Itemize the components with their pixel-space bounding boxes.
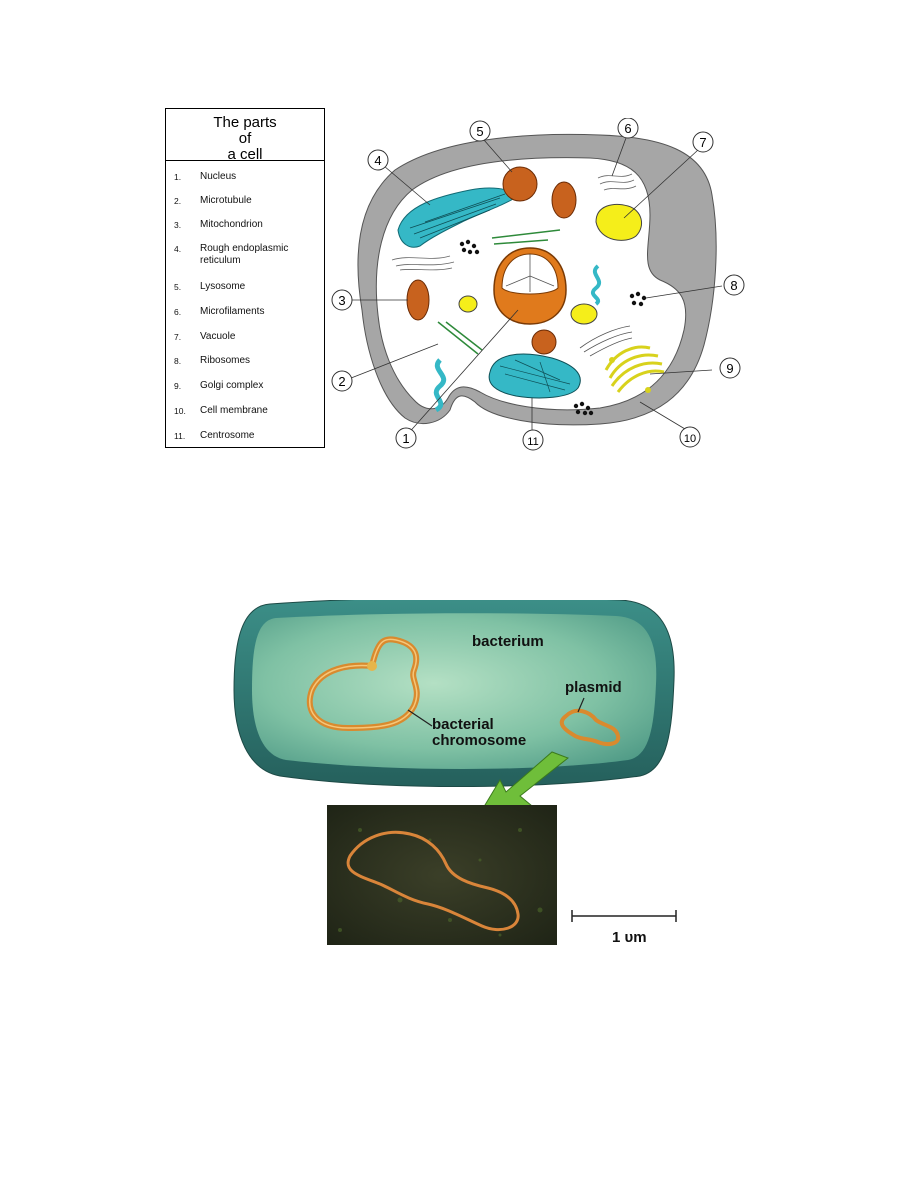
callout-6: 6 <box>617 118 639 139</box>
legend-label: Mitochondrion <box>200 219 263 230</box>
legend-label: Golgi complex <box>200 380 264 391</box>
callout-4: 4 <box>367 149 389 171</box>
legend-number: 3. <box>174 220 182 230</box>
scale-bar-label: 1 υm <box>612 929 647 946</box>
er-swirl <box>590 264 602 306</box>
leader-lines <box>345 137 723 437</box>
callout-2: 2 <box>331 370 353 392</box>
nucleus-lines <box>505 254 555 292</box>
golgi-vesicle <box>645 387 651 393</box>
callout-8: 8 <box>723 274 745 296</box>
microtubule <box>437 321 483 355</box>
callout-number: 9 <box>726 361 733 376</box>
micrograph-texture <box>338 828 543 937</box>
chromosome-leader <box>407 709 433 727</box>
legend-number: 8. <box>174 356 182 366</box>
label-chromosome-line1: bacterial <box>432 716 494 733</box>
ribosomes <box>459 239 480 255</box>
microtubule <box>491 229 561 245</box>
centrosome <box>488 353 581 399</box>
rough-er-folds <box>409 193 506 239</box>
plasmid-micrograph <box>327 805 557 945</box>
legend-label: Lysosome <box>200 281 246 292</box>
centrosome-fibers <box>499 359 571 393</box>
label-chromosome-line2: chromosome <box>432 732 527 749</box>
legend-label: Cell membrane <box>200 405 268 416</box>
callout-11: 11 <box>522 429 544 451</box>
legend-label: Centrosome <box>200 430 255 441</box>
legend-number: 4. <box>174 244 182 254</box>
legend-number: 1. <box>174 172 182 182</box>
ribosomes <box>573 401 594 416</box>
callout-number: 5 <box>476 124 483 139</box>
lysosome <box>502 166 538 202</box>
legend-number: 7. <box>174 332 182 342</box>
legend-number: 10. <box>174 406 186 416</box>
golgi-vesicle <box>609 357 615 363</box>
legend-title-line: The parts <box>213 114 277 131</box>
vacuole <box>458 295 478 313</box>
legend-title-line: of <box>238 130 252 147</box>
label-plasmid: plasmid <box>565 679 622 696</box>
legend-label: Vacuole <box>200 331 236 342</box>
plasmid <box>559 708 621 746</box>
callout-number: 7 <box>699 135 706 150</box>
legend-label: Microtubule <box>200 195 252 206</box>
legend-label: Microfilaments <box>200 306 265 317</box>
legend-number: 11. <box>174 431 186 441</box>
callout-5: 5 <box>469 120 491 142</box>
callout-number: 8 <box>730 278 737 293</box>
bacterial-chromosome-highlight <box>309 638 418 729</box>
callout-number: 4 <box>374 153 381 168</box>
callout-number: 3 <box>338 293 345 308</box>
callout-number: 1 <box>402 431 409 446</box>
callout-10: 10 <box>679 426 701 448</box>
legend-number: 6. <box>174 307 182 317</box>
microfilaments <box>391 255 455 271</box>
legend-label: Ribosomes <box>200 355 251 366</box>
callout-7: 7 <box>692 131 714 153</box>
ribosomes <box>629 291 647 307</box>
plasmid-leader <box>577 697 585 713</box>
legend-number: 2. <box>174 196 182 206</box>
legend-title: The parts of a cell <box>166 109 324 163</box>
parts-legend: The parts of a cell 1. Nucleus 2. Microtub… <box>165 108 325 448</box>
animal-cell-diagram: 4 5 6 7 8 9 10 11 1 2 3 <box>331 118 745 451</box>
smooth-er <box>579 325 633 357</box>
vacuole <box>595 203 643 241</box>
bacterium-diagram <box>233 600 677 945</box>
callout-number: 10 <box>684 433 696 445</box>
mitochondrion <box>551 181 577 219</box>
label-bacterium: bacterium <box>472 633 544 650</box>
callout-3: 3 <box>331 289 353 311</box>
chromosome-knot <box>367 661 377 671</box>
legend-label: Nucleus <box>200 171 237 182</box>
callout-1: 1 <box>395 427 417 449</box>
lysosome <box>531 329 557 355</box>
callout-number: 6 <box>624 121 631 136</box>
legend-title-line: a cell <box>227 146 263 163</box>
callout-number: 11 <box>527 436 538 448</box>
legend-number: 9. <box>174 381 182 391</box>
mitochondrion <box>406 279 430 321</box>
vacuole <box>570 303 598 325</box>
legend-label: Rough endoplasmic reticulum <box>200 243 289 266</box>
golgi-complex <box>604 345 665 393</box>
callout-number: 2 <box>338 374 345 389</box>
callout-9: 9 <box>719 357 741 379</box>
micrograph-plasmid <box>346 830 520 931</box>
microfilaments <box>597 173 637 191</box>
er-swirl <box>433 358 447 413</box>
legend-number: 5. <box>174 282 182 292</box>
scale-bar <box>571 910 677 922</box>
